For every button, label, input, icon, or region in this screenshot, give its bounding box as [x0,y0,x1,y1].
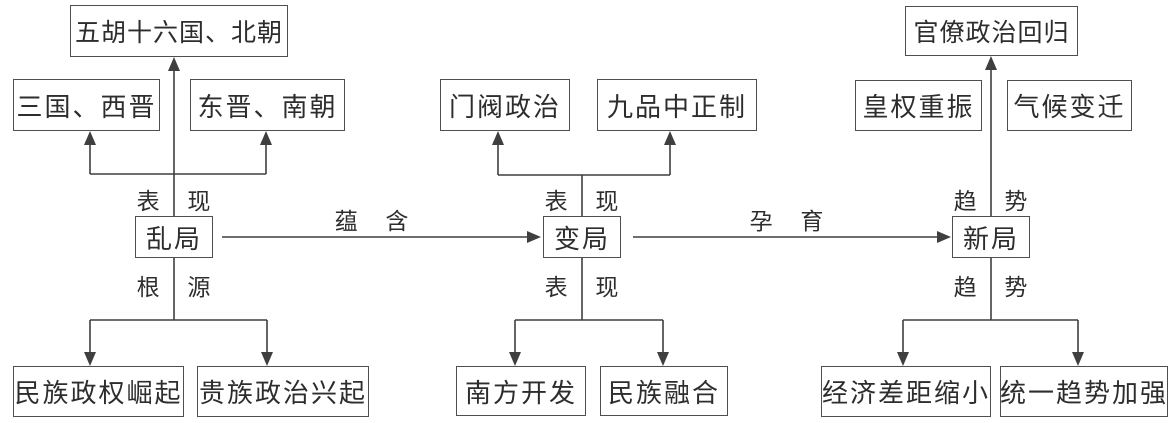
edge-right-bottom-bracket [902,319,1079,353]
node-qihou-bianqian: 气候变迁 [1007,80,1132,131]
edge-left-bottom-bracket [89,319,268,353]
node-xinju: 新局 [952,216,1030,258]
node-guizu-zhengzhi-xingqi: 贵族政治兴起 [197,366,369,417]
node-menfa-zhengzhi: 门阀政治 [440,79,570,131]
node-luanju: 乱局 [135,216,213,258]
label-yunyu-arrow: 孕 育 [749,209,825,234]
node-jiupin-zhongzhengzhi: 九品中正制 [597,79,757,131]
label-biaoxian-bianju-top: 表 现 [544,189,620,214]
label-yunhan-arrow: 蕴 含 [334,209,410,234]
node-tongyi-qushi-jiaqiang: 统一趋势加强 [1000,366,1168,417]
node-minzu-ronghe: 民族融合 [600,366,728,416]
edge-left-top-bracket [89,144,267,175]
node-huangquan-zhongzhen: 皇权重振 [855,80,982,131]
edge-center-bottom-bracket [514,319,664,353]
label-qushi-xinju-bottom: 趋 势 [953,275,1029,300]
node-minzu-zhengquan-jueqi: 民族政权崛起 [13,366,184,417]
node-bianju: 变局 [543,216,621,258]
label-biaoxian-luanju-top: 表 现 [136,189,212,214]
node-guanliao-zhengzhi-huigui: 官僚政治回归 [905,6,1078,56]
node-sanguo-xijin: 三国、西晋 [13,79,160,131]
node-jingji-chaju-suoxiao: 经济差距缩小 [821,366,991,417]
node-dongjin-nanchao: 东晋、南朝 [190,79,345,131]
label-genyuan-luanju-bottom: 根 源 [136,275,212,300]
node-nanfang-kaifa: 南方开发 [456,366,586,416]
arrowheads [84,56,1084,366]
label-qushi-xinju-top: 趋 势 [953,189,1029,214]
label-biaoxian-bianju-bottom: 表 现 [544,275,620,300]
node-wuhu-shiliuguo-beichao: 五胡十六国、北朝 [70,5,288,57]
edge-center-top-bracket [497,144,671,176]
